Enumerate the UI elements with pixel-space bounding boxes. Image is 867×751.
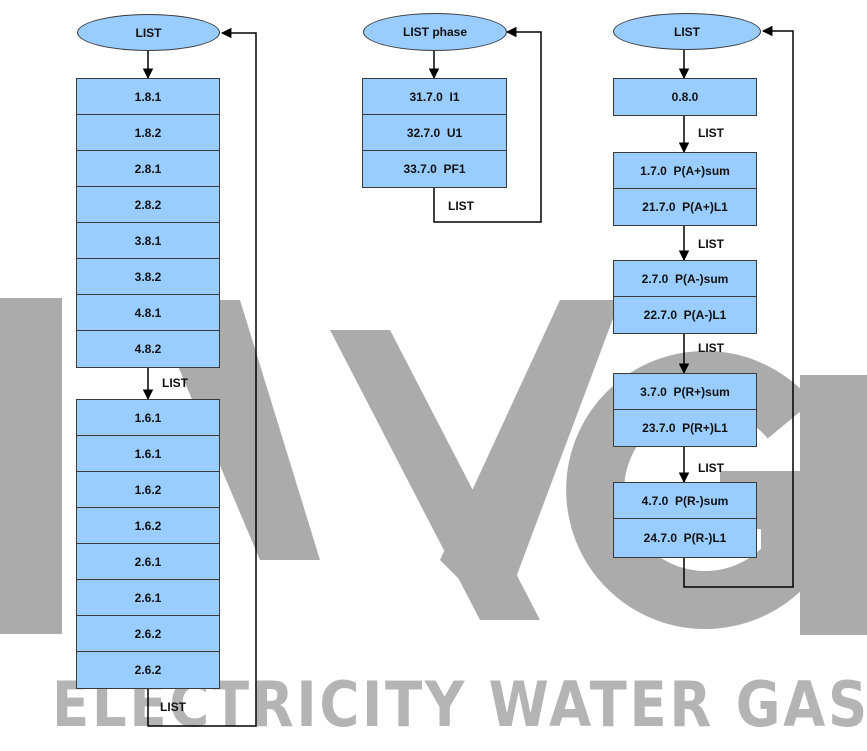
right-pair2-item-2: 22.7.0 P(A-)L1 xyxy=(613,296,757,334)
left-group2-item-2: 1.6.1 xyxy=(76,435,220,473)
left-group1-item-3: 2.8.1 xyxy=(76,150,220,188)
middle-return-label: LIST xyxy=(448,199,474,213)
left-group2-item-3: 1.6.2 xyxy=(76,471,220,509)
right-pair4-item-2: 24.7.0 P(R-)L1 xyxy=(613,518,757,558)
right-label-3: LIST xyxy=(698,341,724,355)
right-label-2: LIST xyxy=(698,237,724,251)
right-pair2-item-1: 2.7.0 P(A-)sum xyxy=(613,260,757,298)
middle-item-1: 31.7.0 I1 xyxy=(362,78,507,116)
right-pair4-item-1: 4.7.0 P(R-)sum xyxy=(613,482,757,520)
left-group2-item-5: 2.6.1 xyxy=(76,543,220,581)
right-pair1-item-2: 21.7.0 P(A+)L1 xyxy=(613,188,757,226)
loop-middle-return xyxy=(433,26,542,223)
left-group1-item-6: 3.8.2 xyxy=(76,258,220,296)
left-header-ellipse: LIST xyxy=(77,14,220,51)
middle-item-3: 33.7.0 PF1 xyxy=(362,150,507,188)
loop-right-return xyxy=(683,25,794,588)
right-pair3-item-1: 3.7.0 P(R+)sum xyxy=(613,373,757,411)
left-group2-item-4: 1.6.2 xyxy=(76,507,220,545)
left-group2-item-8: 2.6.2 xyxy=(76,651,220,689)
left-group1-item-4: 2.8.2 xyxy=(76,186,220,224)
left-group2-item-7: 2.6.2 xyxy=(76,615,220,653)
middle-header-ellipse: LIST phase xyxy=(363,13,507,51)
left-group2-item-1: 1.6.1 xyxy=(76,399,220,437)
left-return-label: LIST xyxy=(160,700,186,714)
left-group1-item-5: 3.8.1 xyxy=(76,222,220,260)
left-group1-item-8: 4.8.2 xyxy=(76,330,220,368)
left-group1-item-7: 4.8.1 xyxy=(76,294,220,332)
left-group1-item-2: 1.8.2 xyxy=(76,114,220,152)
left-mid-label: LIST xyxy=(162,376,188,390)
left-group1-item-1: 1.8.1 xyxy=(76,78,220,116)
left-group2-item-6: 2.6.1 xyxy=(76,579,220,617)
right-pair1-item-1: 1.7.0 P(A+)sum xyxy=(613,152,757,190)
loop-left-return xyxy=(147,27,257,727)
right-label-4: LIST xyxy=(698,461,724,475)
right-pair3-item-2: 23.7.0 P(R+)L1 xyxy=(613,409,757,447)
right-header-ellipse: LIST xyxy=(613,13,761,50)
right-first-item: 0.8.0 xyxy=(613,78,757,116)
watermark-block-left xyxy=(0,298,62,634)
middle-item-2: 32.7.0 U1 xyxy=(362,114,507,152)
right-label-1: LIST xyxy=(698,126,724,140)
